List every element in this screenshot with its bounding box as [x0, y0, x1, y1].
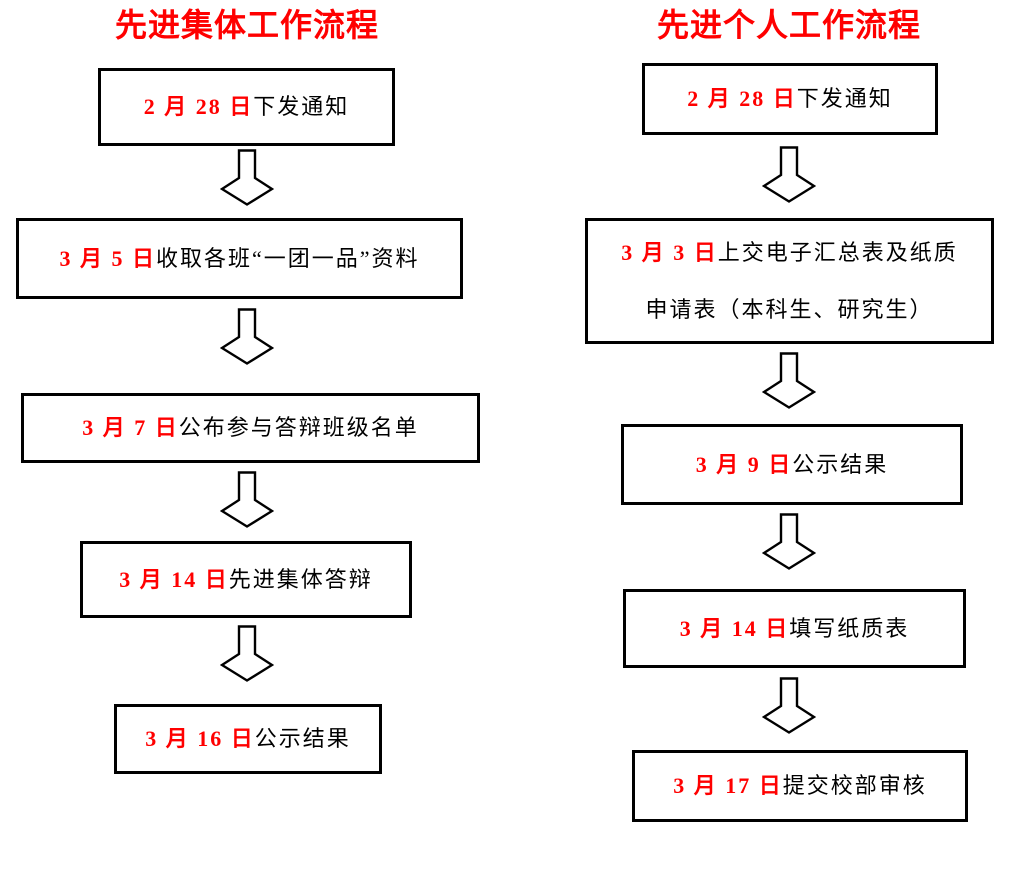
- right-step-4-box: 3 月 14 日填写纸质表: [623, 589, 966, 668]
- right-step-5-box: 3 月 17 日提交校部审核: [632, 750, 968, 822]
- down-arrow-icon: [762, 677, 816, 734]
- left-step-2-text: 3 月 5 日收取各班“一团一品”资料: [59, 245, 420, 271]
- right-step-1-date: 2 月 28 日: [687, 86, 797, 112]
- down-arrow-icon: [220, 308, 274, 365]
- left-step-1-text: 2 月 28 日下发通知: [143, 94, 350, 120]
- down-arrow-icon: [220, 471, 274, 528]
- right-step-3-text: 3 月 9 日公示结果: [695, 451, 889, 477]
- right-step-3-box: 3 月 9 日公示结果: [621, 424, 963, 505]
- left-step-5-box: 3 月 16 日公示结果: [114, 704, 382, 774]
- left-step-1-date: 2 月 28 日: [143, 94, 254, 120]
- left-step-1-box: 2 月 28 日下发通知: [98, 68, 395, 146]
- right-step-2-text-line2: 申请表（本科生、研究生）: [645, 297, 934, 322]
- right-step-1-text: 2 月 28 日下发通知: [687, 86, 893, 112]
- left-step-3-date: 3 月 7 日: [82, 415, 179, 441]
- left-step-3-box: 3 月 7 日公布参与答辩班级名单: [21, 393, 480, 463]
- right-step-2-box: 3 月 3 日上交电子汇总表及纸质 申请表（本科生、研究生）: [585, 218, 994, 344]
- left-step-3-text: 3 月 7 日公布参与答辩班级名单: [82, 415, 419, 441]
- left-step-2-box: 3 月 5 日收取各班“一团一品”资料: [16, 218, 463, 299]
- left-step-4-box: 3 月 14 日先进集体答辩: [80, 541, 412, 618]
- left-step-5-text: 3 月 16 日公示结果: [145, 726, 351, 752]
- down-arrow-icon: [220, 625, 274, 682]
- right-flow-title: 先进个人工作流程: [656, 7, 921, 43]
- left-step-5-date: 3 月 16 日: [145, 726, 255, 752]
- left-step-2-date: 3 月 5 日: [59, 245, 156, 271]
- right-step-4-text: 3 月 14 日填写纸质表: [679, 615, 910, 641]
- left-step-4-date: 3 月 14 日: [119, 566, 229, 592]
- right-step-3-date: 3 月 9 日: [695, 451, 793, 477]
- left-step-4-text: 3 月 14 日先进集体答辩: [119, 566, 373, 592]
- down-arrow-icon: [762, 352, 816, 409]
- left-flow-title: 先进集体工作流程: [114, 7, 379, 43]
- down-arrow-icon: [220, 149, 274, 206]
- right-step-5-date: 3 月 17 日: [673, 773, 783, 799]
- down-arrow-icon: [762, 513, 816, 570]
- right-step-4-date: 3 月 14 日: [679, 615, 790, 641]
- right-step-1-box: 2 月 28 日下发通知: [642, 63, 938, 135]
- right-step-2-text: 3 月 3 日上交电子汇总表及纸质 申请表（本科生、研究生）: [621, 224, 958, 338]
- right-step-5-text: 3 月 17 日提交校部审核: [673, 773, 927, 799]
- right-step-2-date: 3 月 3 日: [621, 239, 718, 265]
- down-arrow-icon: [762, 146, 816, 203]
